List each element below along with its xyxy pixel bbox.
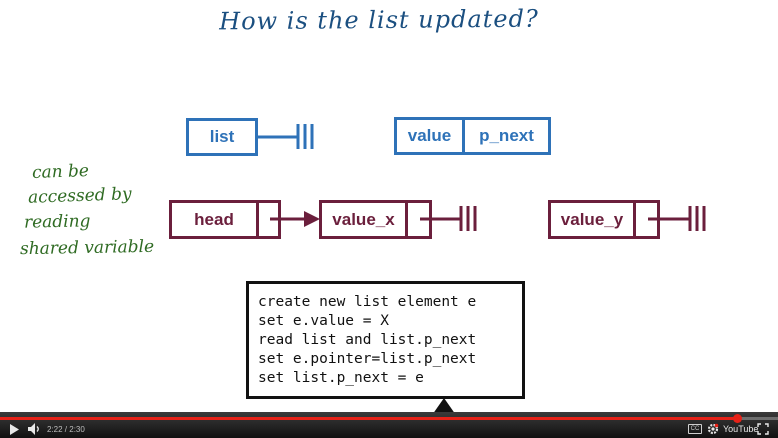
player-control-bar	[0, 412, 778, 438]
value-x-label: value_x	[322, 203, 408, 236]
head-to-value-x-arrow	[270, 211, 320, 227]
list-label: list	[209, 127, 235, 146]
value-y-null-terminator	[648, 206, 706, 231]
settings-gear-icon[interactable]	[707, 423, 719, 435]
code-line-3: read list and list.p_next	[258, 332, 477, 348]
head-label: head	[172, 203, 259, 236]
time-display: 2:22 / 2:30	[47, 425, 85, 434]
code-box: create new list element e set e.value = …	[246, 281, 525, 399]
code-line-2: set e.value = X	[258, 313, 389, 329]
progress-scrubber[interactable]	[733, 414, 742, 423]
progress-fill	[0, 417, 737, 420]
captions-button[interactable]: CC	[688, 424, 702, 434]
element-structure-box: value p_next	[394, 117, 551, 155]
value-field-label: value	[397, 120, 465, 152]
value-y-label: value_y	[551, 203, 636, 236]
volume-icon[interactable]	[28, 423, 42, 435]
code-line-4: set e.pointer=list.p_next	[258, 351, 477, 367]
fullscreen-icon[interactable]	[757, 423, 769, 435]
node-value-x: value_x	[319, 200, 432, 239]
youtube-logo[interactable]: YouTube	[723, 424, 759, 434]
code-line-5: set list.p_next = e	[258, 370, 424, 386]
code-line-1: create new list element e	[258, 294, 477, 310]
list-null-terminator	[258, 124, 314, 149]
value-x-null-terminator	[420, 206, 477, 231]
p-next-field-label: p_next	[479, 126, 534, 145]
play-icon[interactable]	[9, 424, 19, 435]
list-variable-box: list	[186, 118, 258, 156]
